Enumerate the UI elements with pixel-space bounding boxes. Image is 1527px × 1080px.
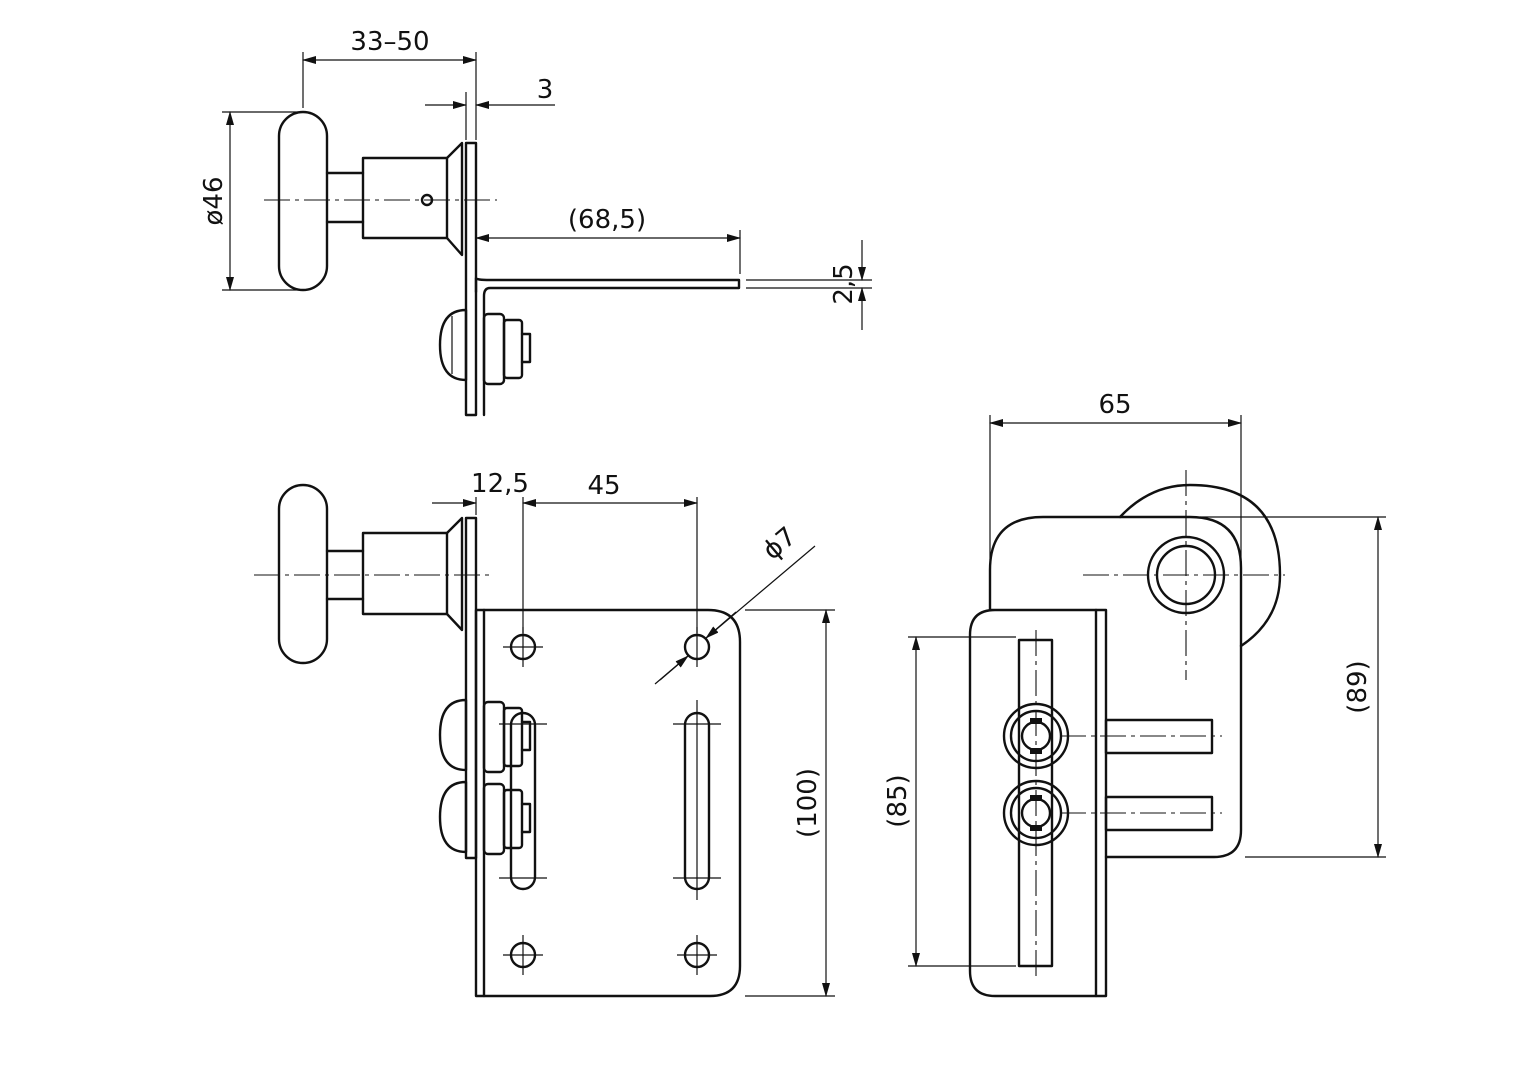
bolt-head [438,308,468,382]
dim-leg-thickness-label: 2,5 [829,263,859,304]
dim-leg-length: (68,5) [475,205,741,274]
bracket-face [474,608,742,998]
dim-slot-height: (85) [883,636,1016,967]
side-nut [1002,702,1070,770]
dim-hole-diameter-label: ϕ7 [757,522,802,567]
plunger-housing [361,531,449,616]
dim-top-width: 33–50 [302,27,477,140]
wheel [1118,483,1282,648]
knob-shaft [325,549,365,601]
dim-leg-thickness: 2,5 [746,240,872,330]
housing-flange [445,141,464,257]
dim-slot-height-label: (85) [883,774,913,827]
knob [277,110,329,292]
dim-plate-height: (100) [745,609,835,997]
top-view: 33–50 3 ø46 (68,5) 2,5 [199,27,872,417]
dim-side-height: (89) [1200,516,1386,858]
dim-side-height-label: (89) [1343,660,1373,713]
nut [482,700,506,774]
bolt-head [438,780,468,854]
dim-plate-thickness-label: 3 [537,75,554,105]
nut [482,312,506,386]
mounting-holes [503,627,717,975]
dim-hole-spacing-label: 45 [587,471,620,501]
dim-side-width-label: 65 [1098,390,1131,420]
dim-hole-diameter: ϕ7 [654,522,816,685]
side-view: 65 (89) (85) [883,390,1386,998]
angle-leg [474,276,741,417]
dim-plate-height-label: (100) [793,768,823,838]
plunger-housing [361,156,449,240]
knob [277,483,329,665]
dim-leg-length-label: (68,5) [568,205,646,235]
dim-top-width-label: 33–50 [350,27,429,57]
knob-shaft [325,171,365,224]
side-nut [1002,779,1070,847]
mount-plate [464,516,478,860]
side-plate [968,608,1108,998]
front-view: 12,5 45 ϕ7 (100) [254,469,835,998]
dim-hole-positions: 12,5 45 [432,469,698,633]
dim-knob-diameter: ø46 [199,111,300,291]
housing-flange [445,516,464,632]
side-bracket [988,515,1243,859]
dim-hole-offset-label: 12,5 [471,469,529,499]
mount-plate [464,141,478,417]
bolt-head [438,698,468,772]
bolts [438,698,532,856]
nut [482,782,506,856]
dim-side-width: 65 [989,390,1242,560]
dim-plate-thickness: 3 [425,75,555,140]
dim-knob-diameter-label: ø46 [199,177,229,226]
